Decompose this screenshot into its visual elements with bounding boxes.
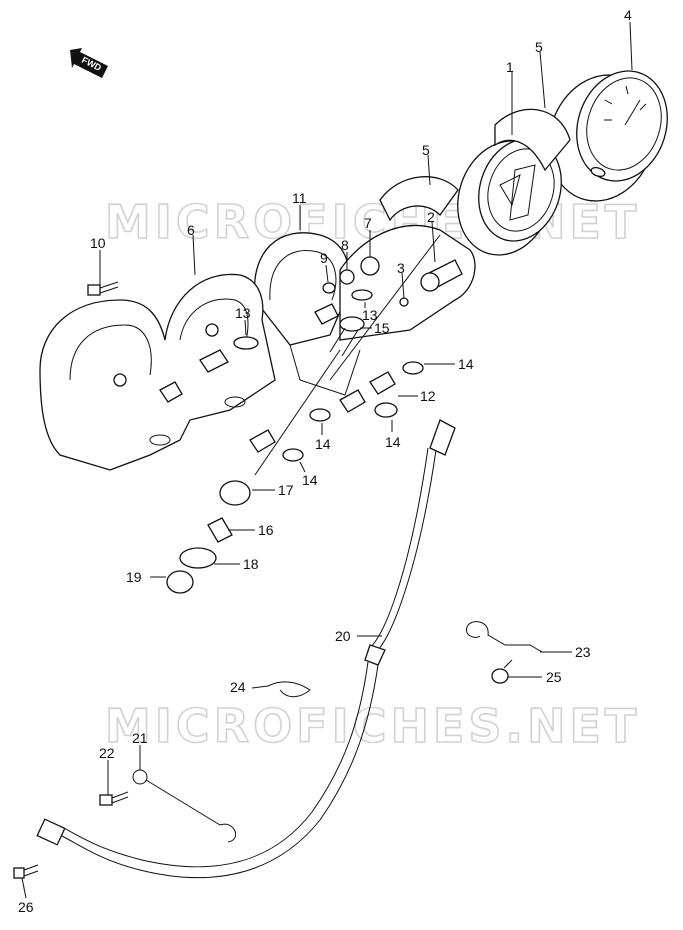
callout-1: 1	[506, 59, 514, 75]
washer-7	[360, 256, 380, 276]
callout-14b: 14	[385, 434, 401, 450]
callout-13a: 13	[235, 305, 251, 321]
callout-10: 10	[90, 235, 106, 251]
washer-8	[339, 269, 355, 285]
callout-25: 25	[546, 669, 562, 685]
meter-lower-case	[39, 273, 276, 471]
callout-19: 19	[126, 569, 142, 585]
tachometer-gauge	[548, 70, 668, 202]
cable-guide-23	[466, 621, 543, 684]
callout-8: 8	[341, 237, 349, 253]
gauge-cover-rear	[494, 108, 571, 172]
callout-14a: 14	[458, 356, 474, 372]
callout-6: 6	[187, 222, 195, 238]
callout-20: 20	[335, 628, 351, 644]
screw-10	[87, 281, 119, 296]
callout-5b: 5	[422, 142, 430, 158]
cable-clip-24	[267, 681, 311, 698]
bulb-13b	[351, 289, 373, 301]
nut-19	[166, 570, 194, 594]
callout-12: 12	[420, 388, 436, 404]
callout-14d: 14	[302, 472, 318, 488]
washer-18	[179, 547, 217, 569]
callout-2: 2	[427, 209, 435, 225]
callout-17: 17	[278, 482, 294, 498]
nut-9	[322, 282, 336, 294]
callout-16: 16	[258, 522, 274, 538]
gauge-cover-front	[379, 176, 459, 222]
collar-16	[207, 517, 233, 543]
callout-13b: 13	[362, 307, 378, 323]
callout-15: 15	[374, 320, 390, 336]
callout-23: 23	[575, 644, 591, 660]
screw-15	[329, 316, 365, 357]
watermark-bottom: MICROFICHES.NET	[105, 699, 640, 753]
callout-26: 26	[18, 899, 34, 915]
bulb-14d	[282, 448, 304, 462]
callout-7: 7	[364, 215, 372, 231]
callout-21: 21	[132, 730, 148, 746]
leader-lines	[21, 21, 633, 899]
speedometer-gauge	[457, 138, 562, 256]
bulb-13a	[233, 336, 259, 350]
bulb-socket	[249, 303, 396, 453]
callout-9: 9	[320, 250, 328, 266]
bulb-14a	[402, 361, 424, 375]
speedometer-cable	[36, 419, 456, 879]
callout-3: 3	[397, 260, 405, 276]
screw-3	[399, 297, 409, 307]
screw-26	[13, 864, 39, 879]
callout-11: 11	[292, 190, 307, 206]
callout-24: 24	[230, 679, 246, 695]
bulb-14b	[374, 402, 398, 418]
cable-guide-21	[99, 769, 237, 843]
callout-5a: 5	[535, 39, 543, 55]
callout-4: 4	[624, 7, 632, 23]
callouts: 1 2 3 4 5 5 6 7 8 9 10 11 12 13 13 14 14…	[18, 7, 632, 915]
grommet-17	[219, 480, 251, 506]
fwd-arrow-icon: FWD	[70, 48, 108, 78]
callout-14c: 14	[315, 436, 331, 452]
callout-22: 22	[99, 745, 115, 761]
callout-18: 18	[243, 556, 259, 572]
bulb-14c	[309, 408, 331, 422]
